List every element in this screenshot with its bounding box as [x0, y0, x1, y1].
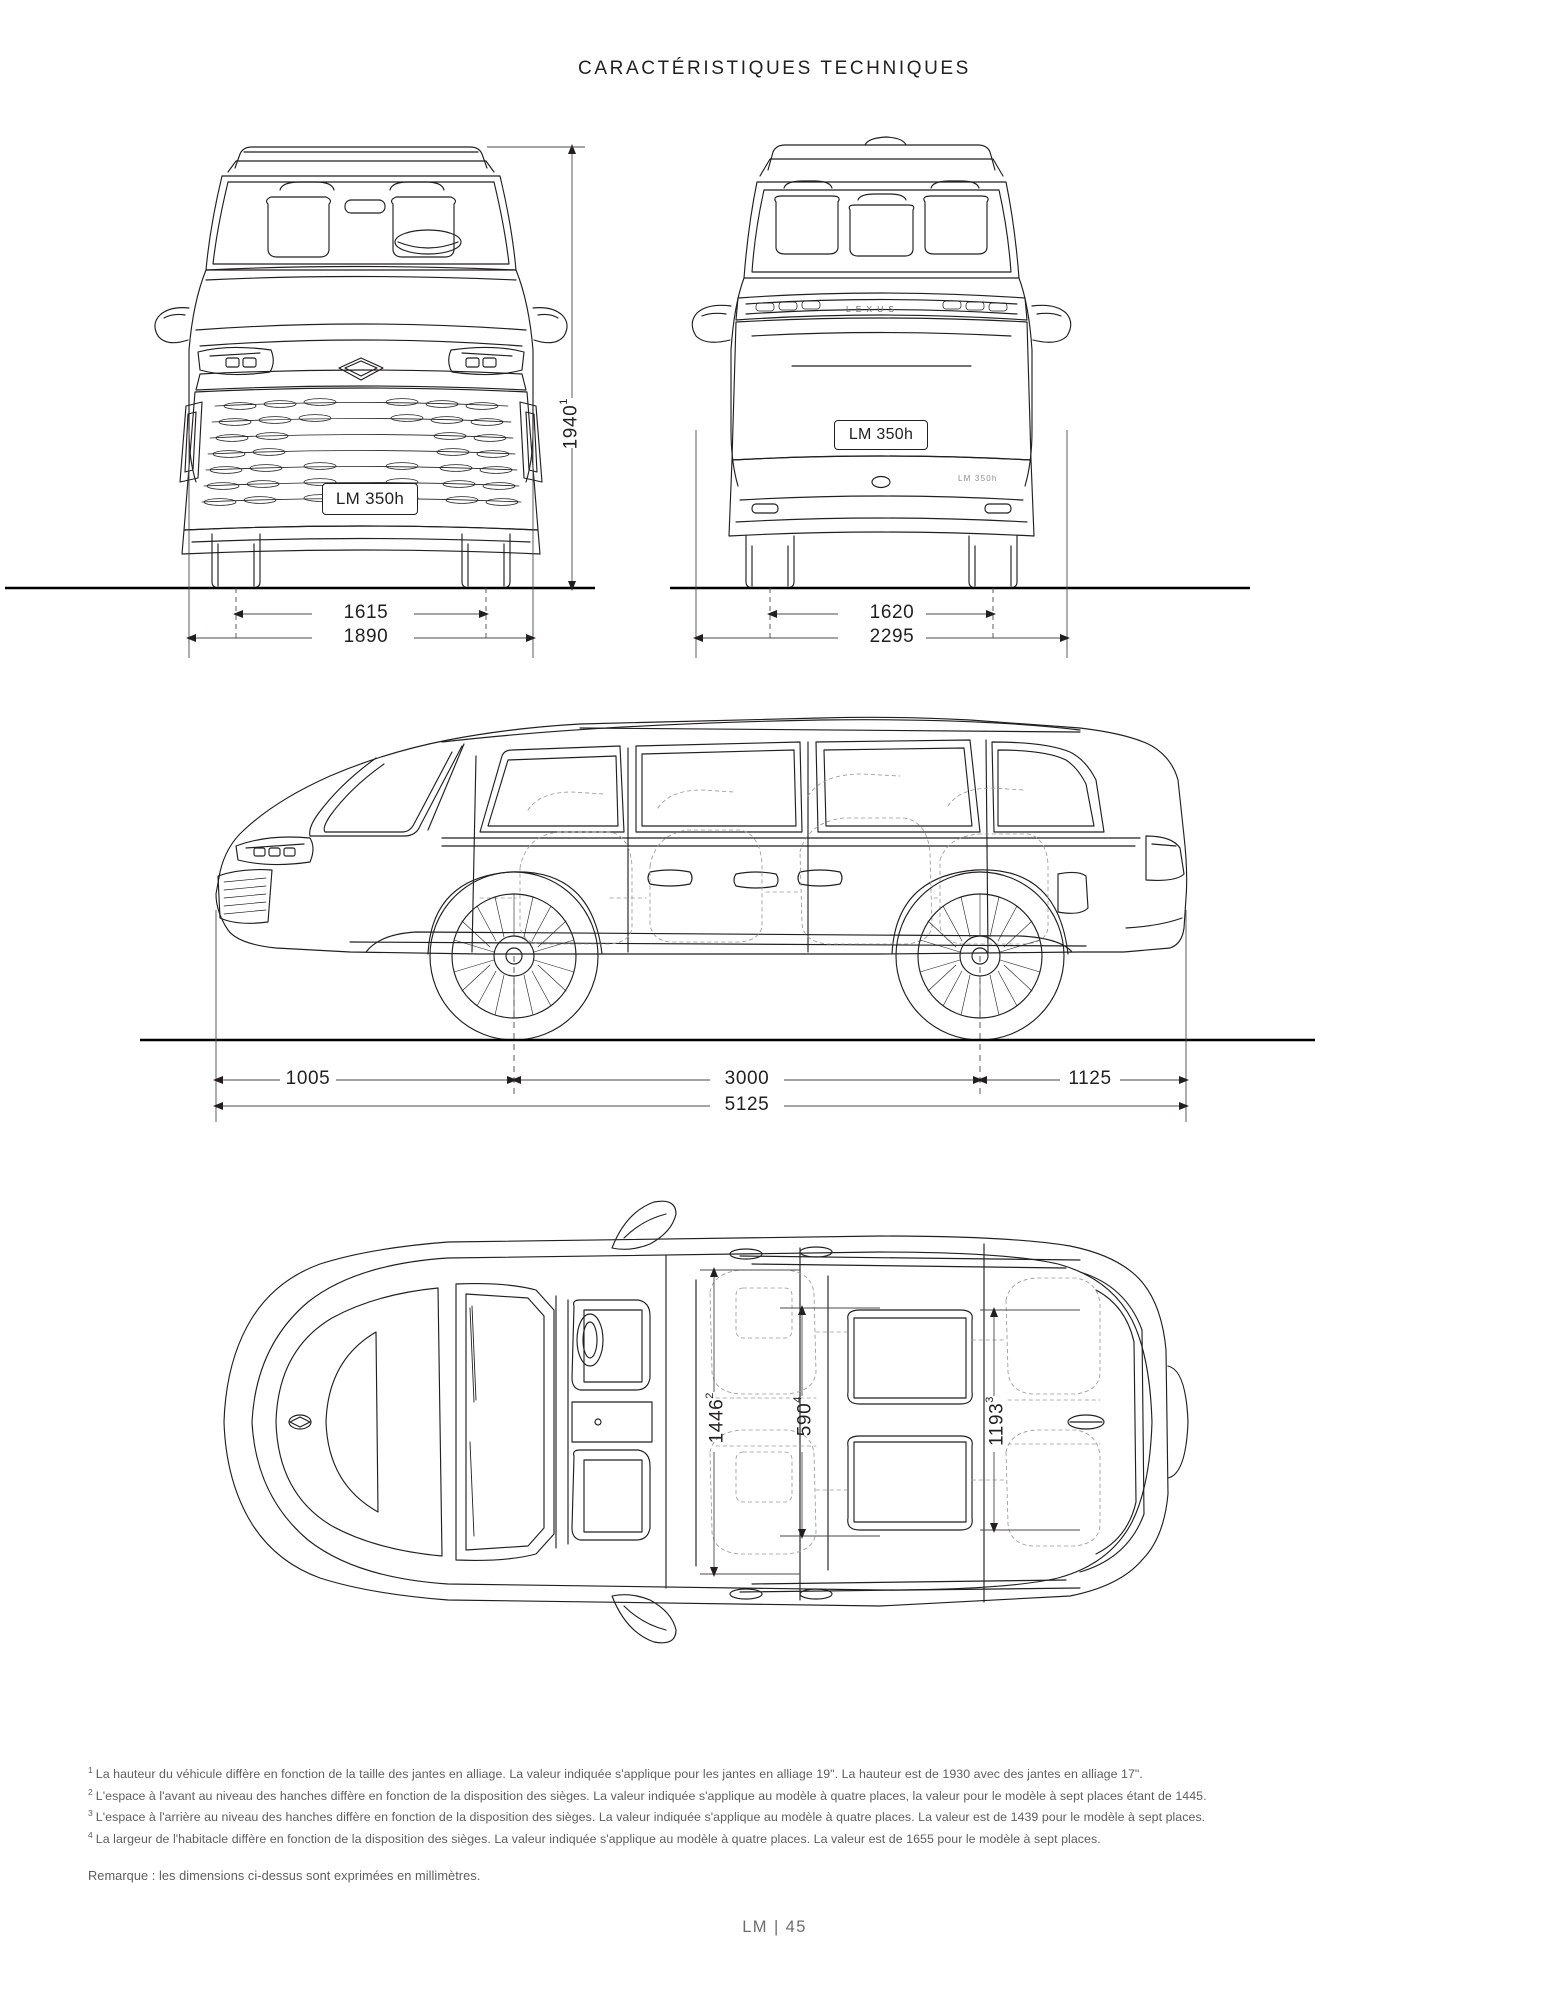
dim-value-front-overhang: 1005 — [285, 1068, 331, 1089]
dim-footnote-front-hip: 2 — [704, 1392, 716, 1399]
footnote-1-marker: 1 — [88, 1765, 93, 1775]
dim-height-lines — [487, 144, 585, 591]
dim-value-front-hip-room: 1446 — [706, 1398, 728, 1444]
dim-value-overall-length: 5125 — [724, 1094, 770, 1115]
top-view-drawing — [223, 1200, 1189, 1644]
dim-label-rear-track: 1620 — [842, 602, 942, 624]
footnote-1-text: La hauteur du véhicule diffère en foncti… — [95, 1767, 1143, 1782]
page-header: CARACTÉRISTIQUES TECHNIQUES — [0, 58, 1549, 80]
rear-view: LEXUS LM 350h LM 350h 1620 2295 — [660, 130, 1250, 658]
dim-label-wheelbase: 3000 — [710, 1068, 784, 1090]
dim-label-front-overhang: 1005 — [280, 1068, 336, 1090]
front-view-drawing — [5, 144, 595, 658]
dim-label-front-height: 19401 — [558, 398, 582, 449]
page-title: CARACTÉRISTIQUES TECHNIQUES — [578, 58, 971, 79]
front-view: LM 350h 19401 1615 1890 — [5, 130, 610, 658]
dim-rear-lines — [693, 430, 1070, 658]
dim-label-front-track: 1615 — [316, 602, 416, 624]
front-license-plate: LM 350h — [322, 483, 418, 515]
dim-top-lines — [700, 1267, 1080, 1577]
dim-value-rear-hip-room: 1193 — [986, 1402, 1008, 1446]
footer-model: LM — [742, 1918, 768, 1936]
footnote-2-text: L'espace à l'avant au niveau des hanches… — [95, 1788, 1207, 1803]
footer-page-number: 45 — [785, 1918, 807, 1936]
footnote-3-text: L'espace à l'arrière au niveau des hanch… — [95, 1810, 1206, 1825]
rear-model-badge: LM 350h — [958, 474, 998, 483]
dim-footnote-rear-hip: 3 — [984, 1396, 996, 1403]
dim-label-cabin-width: 5904 — [792, 1396, 816, 1436]
dim-footnote-height: 1 — [558, 398, 570, 405]
dim-value-overall-width: 1890 — [343, 626, 389, 647]
side-view: 1005 3000 1125 5125 — [140, 660, 1315, 1140]
dim-value-rear-overhang: 1125 — [1068, 1068, 1112, 1089]
rear-brand-wordmark: LEXUS — [846, 304, 899, 314]
footnote-4-marker: 4 — [88, 1829, 93, 1840]
dim-value-height: 1940 — [560, 404, 582, 450]
footnote-4-text: La largeur de l'habitacle diffère en fon… — [95, 1832, 1101, 1846]
top-view: 14462 5904 11933 — [180, 1160, 1310, 1680]
dim-value-front-track: 1615 — [343, 602, 389, 623]
dim-label-overall-length: 5125 — [710, 1094, 784, 1116]
dim-label-rear-hip-room: 11933 — [984, 1396, 1008, 1446]
footnote-2-marker: 2 — [88, 1786, 93, 1797]
units-remark: Remarque : les dimensions ci-dessus sont… — [88, 1868, 481, 1883]
dim-label-front-hip-room: 14462 — [704, 1392, 728, 1443]
dim-width-lines — [186, 430, 536, 658]
dim-value-wheelbase: 3000 — [724, 1068, 770, 1089]
rear-license-plate: LM 350h — [834, 420, 928, 450]
side-view-drawing — [140, 716, 1315, 1122]
footnote-3-marker: 3 — [88, 1808, 93, 1819]
front-plate-label: LM 350h — [335, 489, 405, 508]
dim-label-rear-width: 2295 — [842, 626, 942, 648]
dim-value-width-mirrors: 2295 — [869, 626, 915, 647]
page-footer: LM | 45 — [0, 1918, 1549, 1937]
rear-view-drawing — [670, 136, 1250, 658]
footer-separator: | — [773, 1918, 780, 1936]
dim-value-rear-track: 1620 — [869, 602, 915, 623]
dim-side-lines — [213, 910, 1189, 1122]
dim-label-rear-overhang: 1125 — [1060, 1068, 1120, 1090]
dim-footnote-cabin-width: 4 — [792, 1396, 804, 1403]
dim-value-cabin-width: 590 — [794, 1402, 816, 1437]
dim-label-front-width: 1890 — [316, 626, 416, 648]
rear-plate-label: LM 350h — [848, 426, 914, 443]
